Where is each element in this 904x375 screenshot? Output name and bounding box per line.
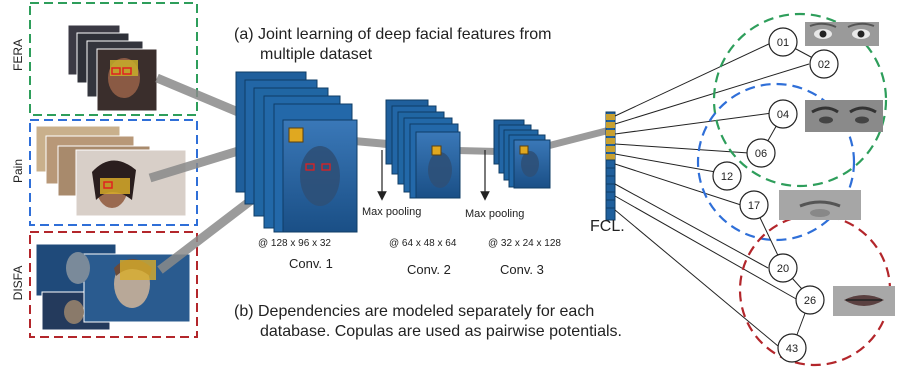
caption-b-line1: (b) Dependencies are modeled separately … — [234, 303, 595, 320]
dataset-box-disfa — [29, 231, 198, 338]
dataset-label-fera: FERA — [11, 39, 25, 72]
au-node-20 — [768, 253, 798, 283]
conv2-dims: @ 64 x 48 x 64 — [389, 238, 457, 249]
conv2-feature-maps — [385, 99, 461, 199]
pain-au-group — [696, 82, 856, 242]
au-node-04 — [768, 99, 798, 129]
au-node-17 — [739, 190, 769, 220]
au-node-label: 43 — [786, 343, 798, 355]
au-node-43 — [777, 333, 807, 363]
mouth-crop-image — [779, 190, 861, 220]
brow-crop-image — [805, 100, 883, 132]
lips-crop-image — [833, 286, 895, 316]
au-node-06 — [746, 138, 776, 168]
au-node-label: 02 — [818, 59, 830, 71]
conv3-feature-maps — [493, 119, 551, 189]
fera-au-group — [712, 12, 888, 188]
au-node-12 — [712, 161, 742, 191]
caption-a-line1: (a) Joint learning of deep facial featur… — [234, 26, 552, 43]
fcl-label: FCL. — [590, 218, 625, 235]
dataset-box-pain — [29, 119, 198, 226]
au-nodes: 01 02 04 06 12 17 20 26 43 — [712, 27, 839, 363]
au-node-label: 17 — [748, 200, 760, 212]
conv1-label: Conv. 1 — [289, 256, 333, 271]
fcl-vector — [605, 111, 616, 221]
au-node-label: 04 — [777, 109, 789, 121]
au-node-label: 12 — [721, 171, 733, 183]
dataset-box-fera — [29, 2, 198, 116]
conv1-feature-maps — [235, 71, 358, 233]
au-node-label: 01 — [777, 37, 789, 49]
conv1-dims: @ 128 x 96 x 32 — [258, 238, 331, 249]
eyes-crop-image — [805, 22, 879, 46]
au-node-26 — [795, 285, 825, 315]
au-node-label: 26 — [804, 295, 816, 307]
au-node-label: 06 — [755, 148, 767, 160]
caption-a-line2: multiple dataset — [260, 46, 373, 63]
conv3-label: Conv. 3 — [500, 262, 544, 277]
au-node-01 — [768, 27, 798, 57]
conv2-label: Conv. 2 — [407, 262, 451, 277]
pool2-label: Max pooling — [465, 208, 525, 220]
pool1-label: Max pooling — [362, 206, 422, 218]
au-node-02 — [809, 49, 839, 79]
dataset-label-disfa: DISFA — [11, 265, 25, 301]
dataset-label-pain: Pain — [11, 158, 25, 184]
conv3-dims: @ 32 x 24 x 128 — [488, 238, 561, 249]
caption-b-line2: database. Copulas are used as pairwise p… — [260, 323, 622, 340]
au-node-label: 20 — [777, 263, 789, 275]
